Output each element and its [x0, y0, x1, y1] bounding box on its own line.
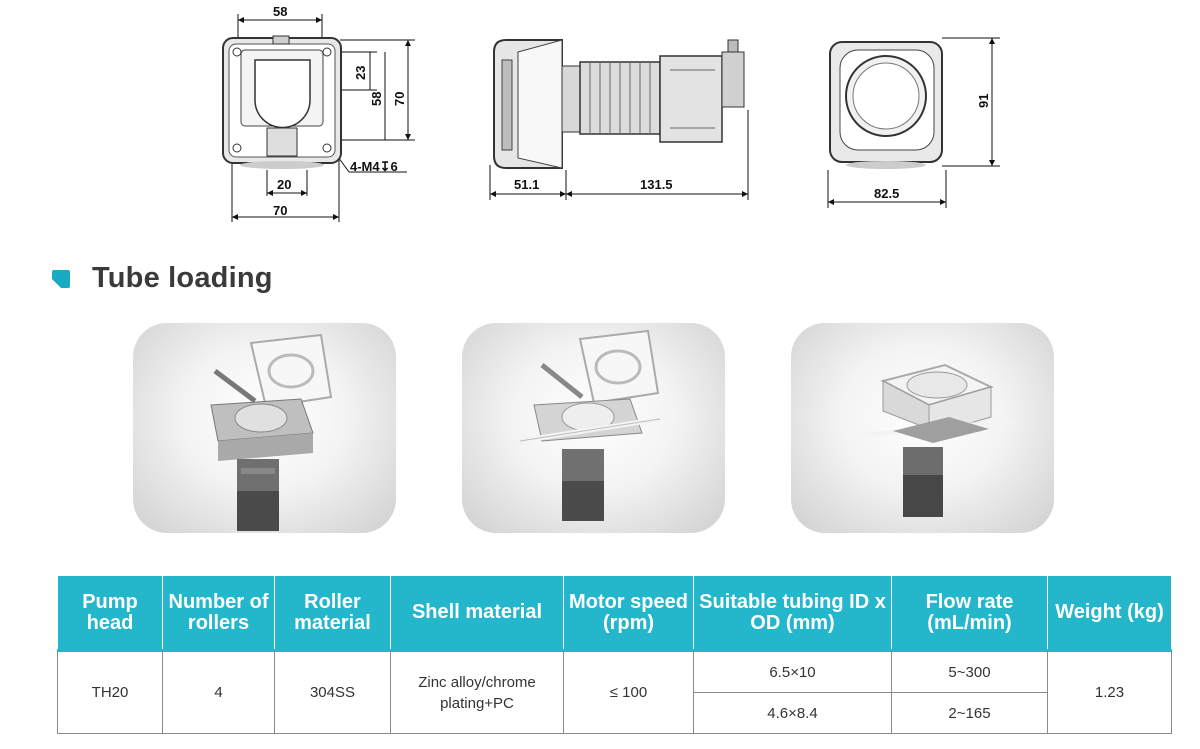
section-bullet-icon: [52, 269, 70, 288]
front-view-drawing: 58 20 70 4-M4↧6 23 58 70: [215, 0, 425, 225]
back-view-drawing: 82.5 91: [822, 0, 1002, 215]
front-height-small-label: 23: [353, 66, 368, 80]
pump-tube-inserted-image: [519, 329, 661, 521]
header-weight: Weight (kg): [1047, 575, 1172, 651]
side-view-svg: 51.1 131.5: [489, 39, 749, 200]
cell-flow-1: 5~300: [891, 649, 1048, 693]
side-length-head-label: 51.1: [514, 177, 539, 192]
header-roller-material: Roller material: [274, 575, 391, 651]
front-thread-note: 4-M4↧6: [350, 159, 398, 174]
table-header-row: Pump head Number of rollers Roller mater…: [57, 575, 1172, 651]
table-row: 4.6×8.4 2~165: [58, 692, 1172, 734]
header-tubing: Suitable tubing ID x OD (mm): [693, 575, 892, 651]
front-height-mid-label: 58: [369, 92, 384, 106]
tube-loading-heading: Tube loading: [52, 262, 273, 295]
front-width-small-label: 20: [277, 177, 291, 192]
header-shell-material: Shell material: [390, 575, 564, 651]
cell-tubing-2: 4.6×8.4: [693, 692, 892, 734]
side-view-drawing: 51.1 131.5: [480, 0, 760, 205]
front-width-bottom-label: 70: [273, 203, 287, 218]
cell-motor-speed: ≤ 100: [563, 649, 694, 734]
cell-tubing-1: 6.5×10: [693, 649, 892, 693]
front-view-svg: 58 20 70 4-M4↧6 23 58 70: [222, 4, 415, 222]
tube-loading-photo-1: [133, 323, 396, 533]
pump-open-lid-image: [210, 333, 333, 531]
cell-pump-head: TH20: [57, 649, 163, 734]
pump-lid-closed-image: [864, 363, 1016, 517]
spec-table: Pump head Number of rollers Roller mater…: [57, 575, 1172, 734]
header-flow-rate: Flow rate (mL/min): [891, 575, 1048, 651]
cell-flow-2: 2~165: [891, 692, 1048, 734]
section-title: Tube loading: [92, 262, 273, 294]
front-height-full-label: 70: [392, 92, 407, 106]
back-height-label: 91: [976, 94, 991, 108]
tube-loading-photo-2: [462, 323, 725, 533]
table-row: TH20 4 304SS Zinc alloy/chrome plating+P…: [57, 649, 1172, 734]
cell-roller-material: 304SS: [274, 649, 391, 734]
header-motor-speed: Motor speed (rpm): [563, 575, 694, 651]
back-view-svg: 82.5 91: [827, 37, 1000, 208]
side-length-motor-label: 131.5: [640, 177, 673, 192]
header-pump-head: Pump head: [57, 575, 163, 651]
cell-weight: 1.23: [1047, 649, 1172, 734]
cell-shell-material: Zinc alloy/chrome plating+PC: [390, 649, 564, 734]
cell-rollers: 4: [162, 649, 275, 734]
front-width-top-label: 58: [273, 4, 287, 19]
header-rollers: Number of rollers: [162, 575, 275, 651]
back-width-label: 82.5: [874, 186, 899, 201]
tube-loading-photo-3: [791, 323, 1054, 533]
